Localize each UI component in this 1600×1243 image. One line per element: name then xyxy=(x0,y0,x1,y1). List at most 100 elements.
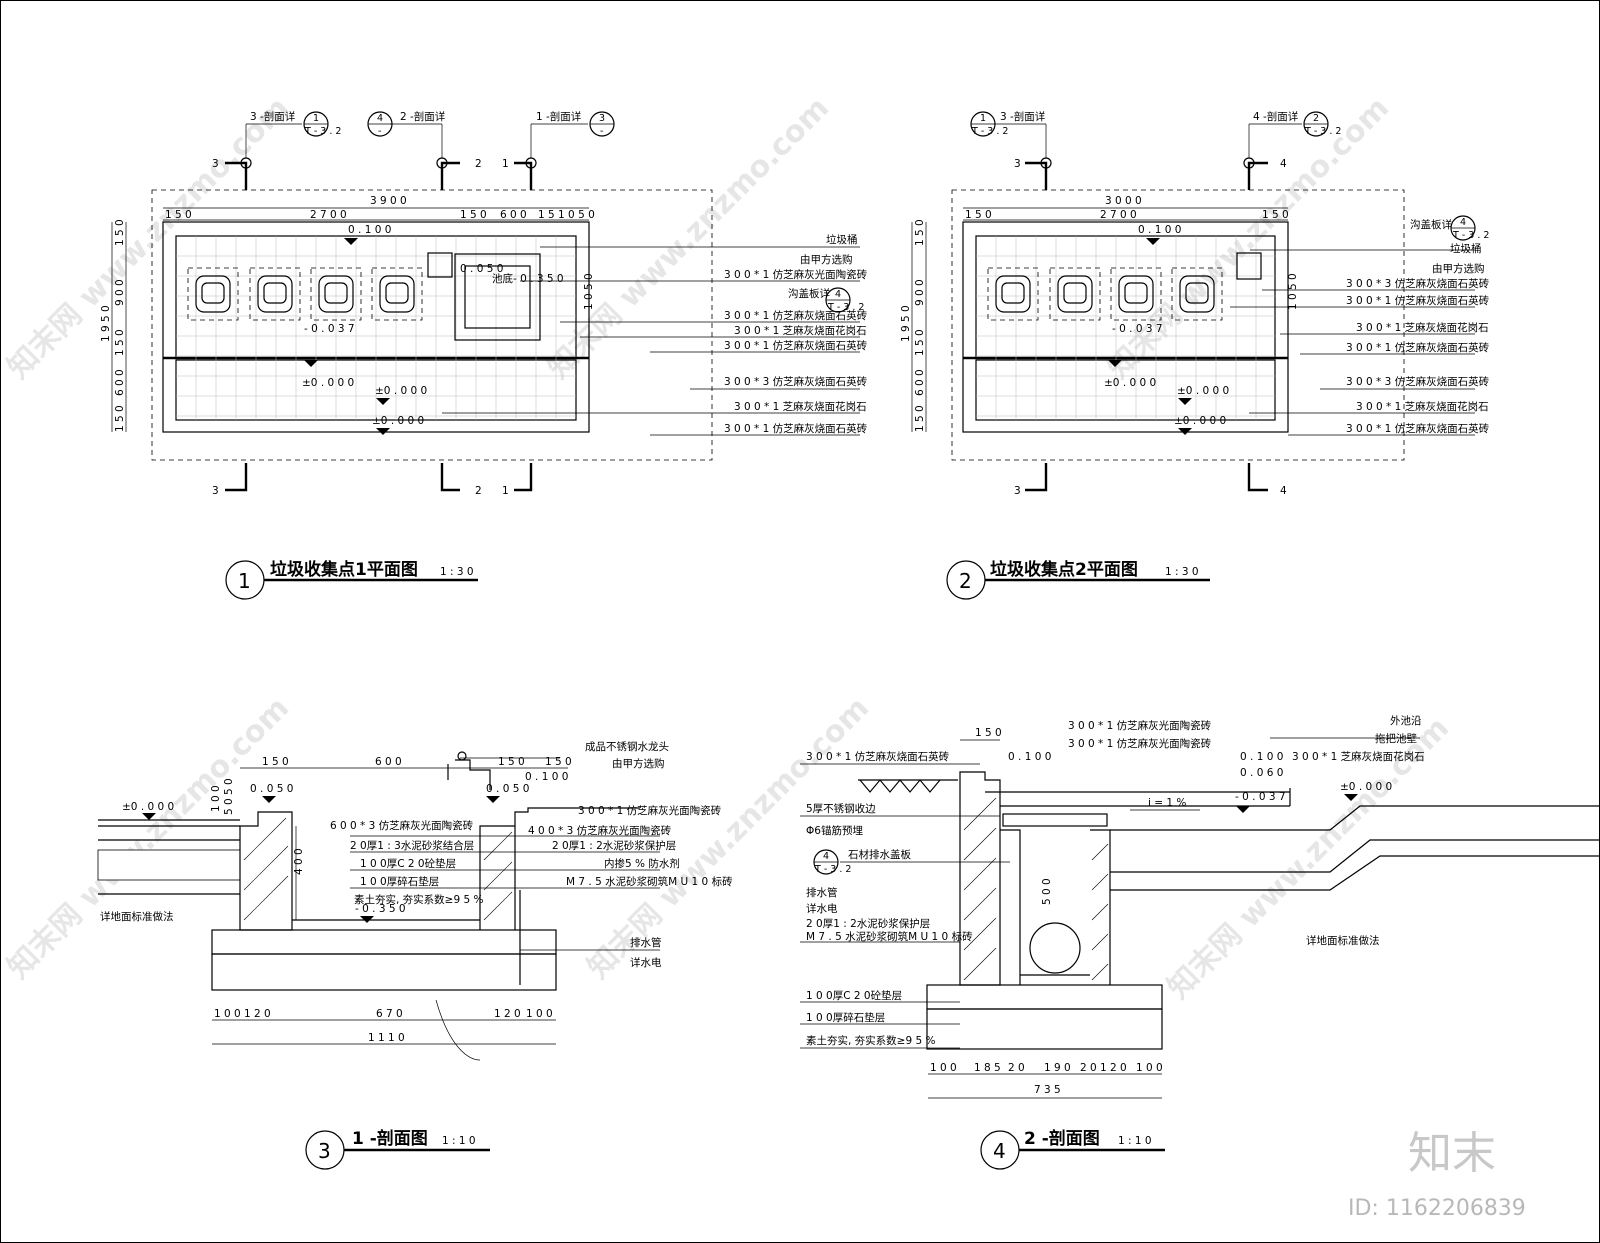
plan2-dim-v150c: 1 5 0 xyxy=(914,405,926,432)
sec1-elev-0050: 0 . 0 5 0 xyxy=(250,783,293,795)
svg-text:由甲方选购: 由甲方选购 xyxy=(800,253,853,266)
svg-text:M 7 . 5 水泥砂浆砌筑M U 1 0 标砖: M 7 . 5 水泥砂浆砌筑M U 1 0 标砖 xyxy=(566,875,733,888)
svg-text:3 -剖面详: 3 -剖面详 xyxy=(250,110,295,123)
sec1-gravel-left xyxy=(97,849,241,881)
svg-text:4: 4 xyxy=(1280,158,1287,170)
plan1-bins xyxy=(187,267,423,321)
sec2-dim-b190: 1 9 0 xyxy=(1044,1062,1071,1074)
plan2-scale: 1 : 3 0 xyxy=(1165,566,1199,578)
sec2-dim-b20: 2 0 xyxy=(1008,1062,1025,1074)
svg-text:3 0 0 * 1 仿芝麻灰烧面石英砖: 3 0 0 * 1 仿芝麻灰烧面石英砖 xyxy=(724,339,868,352)
svg-text:2: 2 xyxy=(1313,113,1319,124)
sec2-ground-symbol xyxy=(858,779,958,793)
svg-text:1 -剖面详: 1 -剖面详 xyxy=(536,110,581,123)
plan2-dim-v150b: 1 5 0 xyxy=(914,329,926,356)
svg-text:3 -剖面详: 3 -剖面详 xyxy=(1000,110,1045,123)
plan1-detail-refs: 3 -剖面详 1T - 3 . 2 4- 2 -剖面详 1 -剖面详 3- xyxy=(245,110,615,158)
svg-text:3 0 0 * 1 芝麻灰烧面花岗石: 3 0 0 * 1 芝麻灰烧面花岗石 xyxy=(734,400,867,413)
plan1-elev-0037: - 0 . 0 3 7 xyxy=(304,323,355,335)
brand-logo-text: 知末 xyxy=(1408,1128,1496,1179)
sec2-slope: i = 1 % xyxy=(1148,797,1186,809)
svg-text:沟盖板详: 沟盖板详 xyxy=(1410,218,1452,231)
svg-text:4: 4 xyxy=(823,851,829,862)
svg-text:-: - xyxy=(378,126,381,137)
sec1-title-number: 3 xyxy=(318,1139,331,1163)
svg-text:外池沿: 外池沿 xyxy=(1390,714,1422,727)
svg-text:4: 4 xyxy=(1280,485,1287,497)
svg-text:详地面标准做法: 详地面标准做法 xyxy=(100,910,174,923)
sec1-dim-150c: 1 5 0 xyxy=(545,756,572,768)
svg-text:T - 3 . 2: T - 3 . 2 xyxy=(827,302,864,313)
sec2-elev-0100: 0 . 1 0 0 xyxy=(1008,751,1051,763)
sec2-dim-b735: 7 3 5 xyxy=(1034,1084,1061,1096)
svg-text:由甲方选购: 由甲方选购 xyxy=(1432,262,1485,275)
svg-text:垃圾桶: 垃圾桶 xyxy=(826,233,858,246)
svg-text:3 0 0 * 1 仿芝麻灰光面陶瓷砖: 3 0 0 * 1 仿芝麻灰光面陶瓷砖 xyxy=(1068,719,1212,732)
plan2-dim-v1950: 1 9 5 0 xyxy=(900,305,912,342)
plan1-dim-15105: 1 5 1 0 5 0 xyxy=(538,209,595,221)
svg-text:详水电: 详水电 xyxy=(630,956,662,969)
svg-text:3 0 0 * 1 仿芝麻灰烧面石英砖: 3 0 0 * 1 仿芝麻灰烧面石英砖 xyxy=(724,309,868,322)
plan2-dim-150a: 1 5 0 xyxy=(965,209,992,221)
sec2-dim-500: 5 0 0 xyxy=(1041,878,1053,905)
svg-text:4 0 0 * 3 仿芝麻灰光面陶瓷砖: 4 0 0 * 3 仿芝麻灰光面陶瓷砖 xyxy=(528,824,672,837)
plan1-elev-000b: ±0 . 0 0 0 xyxy=(375,385,427,397)
svg-text:2 0厚1 : 2水泥砂浆保护层: 2 0厚1 : 2水泥砂浆保护层 xyxy=(552,839,676,852)
plan1-dim-150a: 1 5 0 xyxy=(165,209,192,221)
plan1-outline xyxy=(162,221,590,433)
svg-text:4: 4 xyxy=(1460,217,1466,228)
svg-text:3 0 0 * 1 芝麻灰烧面花岗石: 3 0 0 * 1 芝麻灰烧面花岗石 xyxy=(1356,321,1489,334)
svg-text:2 0厚1 : 3水泥砂浆结合层: 2 0厚1 : 3水泥砂浆结合层 xyxy=(350,839,474,852)
svg-text:4: 4 xyxy=(377,113,383,124)
svg-text:排水管: 排水管 xyxy=(630,936,662,949)
plan1-boundary xyxy=(151,189,713,461)
sec1-dim-b120: 1 2 0 xyxy=(244,1008,271,1020)
sec1-elev-000: ±0 . 0 0 0 xyxy=(122,801,174,813)
plan2-title-number: 2 xyxy=(959,569,972,593)
svg-text:3 0 0 * 1 仿芝麻灰烧面石英砖: 3 0 0 * 1 仿芝麻灰烧面石英砖 xyxy=(724,422,868,435)
svg-text:内掺5 % 防水剂: 内掺5 % 防水剂 xyxy=(604,857,680,870)
svg-text:T - 3 . 2: T - 3 . 2 xyxy=(971,126,1008,137)
sec2-stone-cover xyxy=(1002,813,1108,827)
sec1-hatch xyxy=(243,817,513,921)
svg-text:3 0 0 * 1 仿芝麻灰光面陶瓷砖: 3 0 0 * 1 仿芝麻灰光面陶瓷砖 xyxy=(1068,737,1212,750)
plan1-title: 垃圾收集点1平面图 xyxy=(270,559,418,580)
plan1-dim-v150b: 1 5 0 xyxy=(114,329,126,356)
sec2-dim-b120: 1 2 0 xyxy=(1100,1062,1127,1074)
svg-text:拖把池壁: 拖把池壁 xyxy=(1375,732,1417,745)
sec1-dim-400: 4 0 0 xyxy=(293,848,305,875)
svg-text:-: - xyxy=(600,126,603,137)
svg-text:石材排水盖板: 石材排水盖板 xyxy=(848,848,911,861)
svg-text:2 -剖面详: 2 -剖面详 xyxy=(400,110,445,123)
sec1-dim-100: 1 0 0 xyxy=(210,785,222,812)
plan2-labels: 沟盖板详 4T - 3 . 2 垃圾桶 由甲方选购 3 0 0 * 3 仿芝麻灰… xyxy=(1230,215,1490,436)
sec2-ground-top xyxy=(1110,805,1600,831)
section-1: 1 5 0 6 0 0 1 5 0 1 5 0 1 0 0 5 0 5 0 4 … xyxy=(97,740,733,1170)
sec1-elev-0100: 0 . 1 0 0 xyxy=(525,771,568,783)
svg-text:1: 1 xyxy=(980,113,986,124)
svg-text:3 0 0 * 1 芝麻灰烧面花岗石: 3 0 0 * 1 芝麻灰烧面花岗石 xyxy=(1356,400,1489,413)
svg-text:1 0 0厚碎石垫层: 1 0 0厚碎石垫层 xyxy=(360,875,439,888)
plan1-elev-000c: ±0 . 0 0 0 xyxy=(372,415,424,427)
svg-text:1: 1 xyxy=(502,158,509,170)
plan2-dim-v900: 9 0 0 xyxy=(914,279,926,306)
svg-text:T - 3 . 2: T - 3 . 2 xyxy=(304,126,341,137)
section-2: 1 5 0 5 0 0 1 0 0 1 8 5 2 0 1 9 0 2 0 1 … xyxy=(800,714,1600,1170)
sec1-title: 1 -剖面图 xyxy=(352,1128,428,1149)
svg-text:M 7 . 5 水泥砂浆砌筑M U 1 0 标砖: M 7 . 5 水泥砂浆砌筑M U 1 0 标砖 xyxy=(806,930,973,943)
plan1-labels: 垃圾桶 由甲方选购 3 0 0 * 1 仿芝麻灰光面陶瓷砖 沟盖板详 4T - … xyxy=(442,233,868,436)
sec2-scale: 1 : 1 0 xyxy=(1118,1135,1152,1147)
svg-text:3 0 0 * 3 仿芝麻灰烧面石英砖: 3 0 0 * 3 仿芝麻灰烧面石英砖 xyxy=(1346,375,1490,388)
sec2-dim-b100b: 1 0 0 xyxy=(1136,1062,1163,1074)
sec2-hatch xyxy=(963,797,1109,981)
plan2-elev-0100: 0 . 1 0 0 xyxy=(1138,224,1181,236)
svg-text:素土夯实, 夯实系数≥9 5 %: 素土夯实, 夯实系数≥9 5 % xyxy=(354,893,484,906)
sec2-dim-150: 1 5 0 xyxy=(975,727,1002,739)
sec2-dim-b100: 1 0 0 xyxy=(930,1062,957,1074)
sec1-dim-b100b: 1 0 0 xyxy=(526,1008,553,1020)
svg-text:3: 3 xyxy=(212,485,219,497)
sec1-dim-b120b: 1 2 0 xyxy=(494,1008,521,1020)
plan1-dim-v1050: 1 0 5 0 xyxy=(583,273,595,310)
